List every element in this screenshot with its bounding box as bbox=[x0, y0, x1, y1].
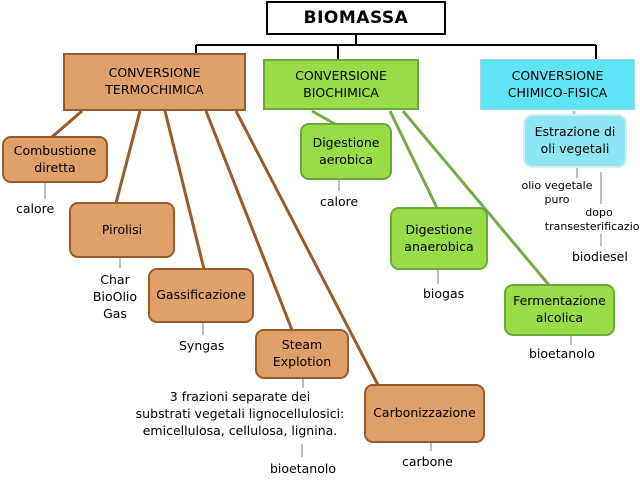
process-combustione-label: Combustione diretta bbox=[13, 142, 97, 175]
process-carbonizzazione-label: Carbonizzazione bbox=[373, 405, 476, 421]
branch-chimico-fisica-label: CONVERSIONE CHIMICO-FISICA bbox=[507, 67, 608, 100]
connector-to-fermentazione bbox=[401, 110, 551, 286]
title-biomassa: BIOMASSA bbox=[266, 1, 446, 35]
connector-to-gassificazione bbox=[163, 110, 206, 270]
connector-to-digestione-aerobica bbox=[311, 109, 336, 126]
process-fermentazione-alcolica: Fermentazione alcolica bbox=[504, 284, 615, 336]
title-text: BIOMASSA bbox=[303, 7, 409, 28]
connector-to-pirolisi bbox=[114, 110, 142, 204]
branch-termochimica-label: CONVERSIONE TERMOCHIMICA bbox=[105, 65, 204, 97]
connector-to-steam bbox=[204, 110, 294, 331]
process-estrazione-oli: Estrazione di oli vegetali bbox=[523, 114, 627, 168]
branch-biochimica: CONVERSIONE BIOCHIMICA bbox=[263, 59, 419, 110]
process-pirolisi: Pirolisi bbox=[69, 202, 175, 258]
product-steam-bioetanolo: bioetanolo bbox=[270, 461, 336, 476]
product-estrazione-biodiesel: biodiesel bbox=[572, 249, 628, 264]
connector-to-combustione bbox=[51, 109, 83, 139]
product-estrazione-olio-puro: olio vegetale puro bbox=[521, 179, 593, 207]
process-fermentazione-label: Fermentazione alcolica bbox=[513, 293, 606, 325]
product-combustione-calore: calore bbox=[16, 201, 55, 216]
product-estrazione-dopo: dopo transesterificazione bbox=[544, 206, 640, 234]
process-digestione-aerobica: Digestione aerobica bbox=[300, 123, 392, 180]
process-gassificazione: Gassificazione bbox=[148, 268, 254, 323]
product-fermentazione-bioetanolo: bioetanolo bbox=[529, 346, 595, 361]
connector-to-digestione-anaerobica bbox=[388, 110, 439, 209]
connector-to-carbonizzazione bbox=[234, 110, 380, 386]
product-digestione-anaerobica-biogas: biogas bbox=[423, 286, 465, 301]
process-digestione-anaerobica-label: Digestione anaerobica bbox=[404, 221, 474, 254]
process-pirolisi-label: Pirolisi bbox=[101, 221, 143, 237]
process-carbonizzazione: Carbonizzazione bbox=[364, 384, 485, 443]
branch-biochimica-label: CONVERSIONE BIOCHIMICA bbox=[295, 67, 387, 100]
product-gassificazione-syngas: Syngas bbox=[179, 338, 225, 353]
process-steam-explotion: Steam Explotion bbox=[255, 329, 349, 379]
product-digestione-aerobica-calore: calore bbox=[320, 194, 359, 209]
branch-chimico-fisica: CONVERSIONE CHIMICO-FISICA bbox=[480, 59, 635, 110]
product-steam-fractions: 3 frazioni separate dei substrati vegeta… bbox=[135, 389, 345, 438]
process-digestione-aerobica-label: Digestione aerobica bbox=[312, 134, 380, 167]
product-pirolisi: Char BioOlio Gas bbox=[92, 272, 138, 321]
process-combustione-diretta: Combustione diretta bbox=[2, 136, 108, 183]
product-carbonizzazione-carbone: carbone bbox=[402, 454, 453, 469]
process-digestione-anaerobica: Digestione anaerobica bbox=[390, 207, 488, 270]
process-steam-label: Steam Explotion bbox=[272, 337, 332, 369]
branch-termochimica: CONVERSIONE TERMOCHIMICA bbox=[63, 53, 246, 111]
process-estrazione-label: Estrazione di oli vegetali bbox=[534, 124, 616, 156]
process-gassificazione-label: Gassificazione bbox=[156, 287, 246, 303]
